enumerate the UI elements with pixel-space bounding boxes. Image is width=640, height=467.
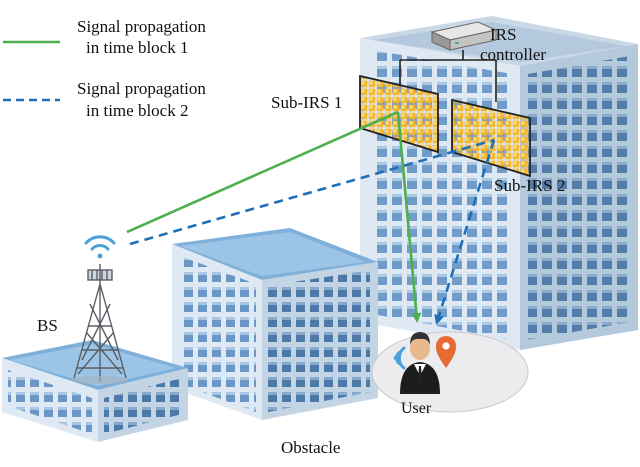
legend-label-block1-line2: in time block 1: [86, 38, 188, 57]
label-user: User: [401, 400, 432, 417]
user-wifi-icon: [393, 346, 406, 370]
obstacle-building: [172, 228, 378, 420]
signal-paths: [126, 110, 496, 325]
signal-path-block2-irs2-to-user: [434, 139, 496, 325]
label-sub-irs-1: Sub-IRS 1: [271, 93, 342, 112]
bs-wifi-icon: [84, 235, 116, 259]
label-obstacle: Obstacle: [281, 438, 340, 457]
label-irs-controller-line1: IRS: [490, 25, 516, 44]
label-irs-controller-line2: controller: [480, 45, 546, 64]
signal-path-block1-irs1-to-user: [396, 111, 422, 323]
signal-path-block2-bs-to-irs2: [129, 138, 495, 246]
label-sub-irs-2: Sub-IRS 2: [494, 176, 565, 195]
legend-label-block2-line1: Signal propagation: [77, 79, 206, 98]
controller-wiring: [399, 50, 497, 102]
legend-label-block1-line1: Signal propagation: [77, 17, 206, 36]
signal-path-block1-bs-to-irs1: [126, 110, 399, 234]
location-pin-icon: [436, 336, 456, 368]
bs-building: [2, 340, 188, 442]
legend-label-block2-line2: in time block 2: [86, 101, 188, 120]
legend: Signal propagation in time block 1 Signa…: [3, 17, 206, 120]
user-icon: [400, 332, 440, 394]
bs-tower: [72, 264, 128, 384]
irs-controller-device: [430, 21, 498, 51]
sub-irs-2-panel: [451, 98, 531, 178]
label-bs: BS: [37, 316, 58, 335]
